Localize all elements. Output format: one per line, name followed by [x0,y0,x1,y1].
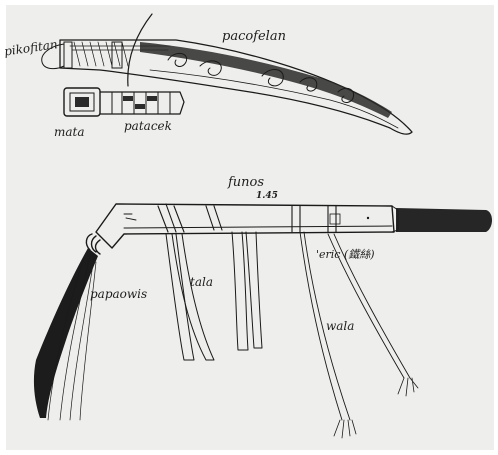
label-funos-code: 1.45 [256,191,278,201]
knife-drawing [34,204,492,438]
belt-drawing [64,88,184,116]
label-funos: funos [227,175,264,190]
label-patacek: patacek [124,119,172,133]
label-mata: mata [54,125,85,139]
label-pikofitan: pikofitan [3,37,58,58]
label-papaowis: papaowis [90,287,147,301]
label-tala: tala [190,275,213,289]
label-pacofelan: pacofelan [222,29,286,44]
label-eric: 'eric (鐵絲) [316,248,375,261]
label-wala: wala [326,319,354,333]
